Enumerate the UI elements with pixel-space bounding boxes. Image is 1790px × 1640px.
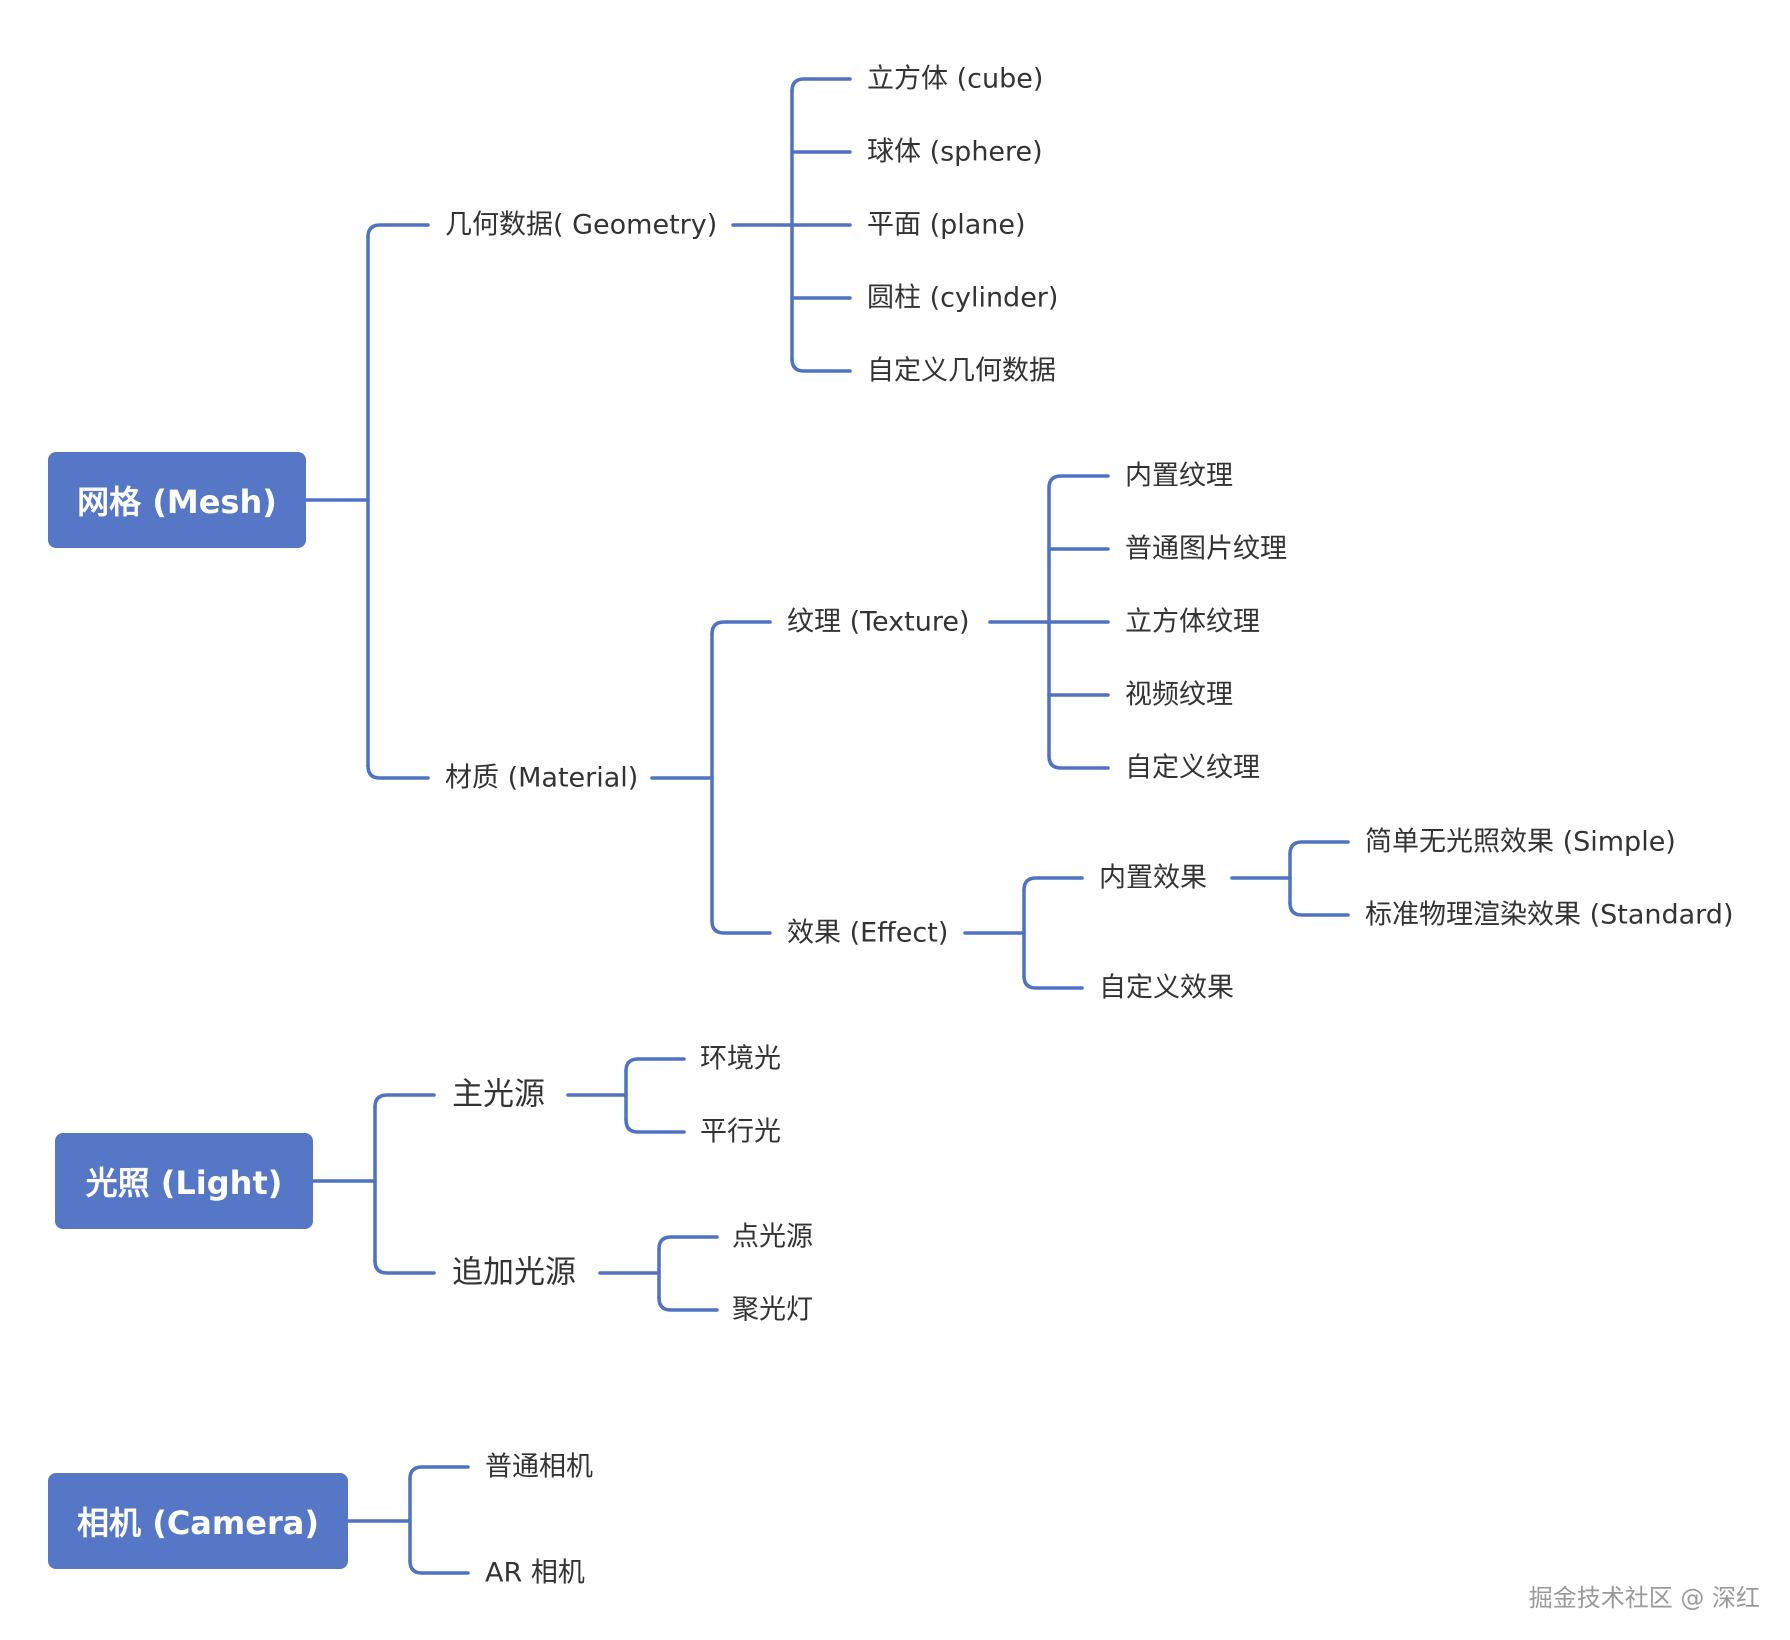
camera-bracket-branch-1 [408, 1559, 470, 1575]
node-main-light: 主光源 [452, 1076, 545, 1113]
leaf-normal-camera: 普通相机 [485, 1451, 593, 1483]
material-bracket-branch-1 [710, 919, 772, 935]
leaf-plane: 平面 (plane) [867, 209, 1026, 241]
root-node-light: 光照 (Light) [55, 1133, 313, 1229]
geometry-bracket-branch-0 [790, 77, 852, 93]
camera-bracket-branch-0 [408, 1465, 470, 1481]
leaf-sphere: 球体 (sphere) [867, 136, 1043, 168]
node-texture: 纹理 (Texture) [787, 606, 970, 638]
light-bracket-branch-0 [373, 1093, 436, 1109]
geometry-bracket-branch-4 [790, 357, 852, 373]
watermark: 掘金技术社区 @ 深红 [1528, 1584, 1760, 1612]
leaf-directional-light: 平行光 [700, 1116, 781, 1148]
texture-bracket-branch-0 [1047, 474, 1110, 490]
mesh-bracket-branch-1 [366, 764, 430, 780]
leaf-cube-texture: 立方体纹理 [1125, 606, 1260, 638]
leaf-image-texture: 普通图片纹理 [1125, 533, 1287, 565]
additional-light-bracket-branch-1 [657, 1296, 719, 1312]
material-bracket-branch-0 [710, 620, 772, 636]
builtin-effect-bracket-branch-1 [1288, 901, 1350, 917]
main-light-bracket-branch-0 [624, 1057, 686, 1073]
node-additional-light: 追加光源 [452, 1254, 576, 1291]
leaf-cylinder: 圆柱 (cylinder) [867, 282, 1059, 314]
leaf-ambient-light: 环境光 [700, 1043, 781, 1075]
texture-bracket-branch-4 [1047, 754, 1110, 770]
leaf-simple-effect: 简单无光照效果 (Simple) [1365, 826, 1676, 858]
node-effect: 效果 (Effect) [787, 917, 949, 949]
additional-light-bracket-branch-0 [657, 1235, 719, 1251]
leaf-custom-geometry: 自定义几何数据 [867, 355, 1056, 387]
effect-bracket-branch-1 [1022, 974, 1084, 990]
root-node-mesh: 网格 (Mesh) [48, 452, 306, 548]
node-builtin-effect: 内置效果 [1099, 862, 1207, 894]
leaf-standard-effect: 标准物理渲染效果 (Standard) [1365, 899, 1734, 931]
leaf-video-texture: 视频纹理 [1125, 679, 1233, 711]
leaf-ar-camera: AR 相机 [485, 1557, 585, 1589]
leaf-custom-effect: 自定义效果 [1099, 972, 1234, 1004]
light-bracket-branch-1 [373, 1259, 436, 1275]
leaf-cube: 立方体 (cube) [867, 63, 1044, 95]
mesh-bracket-branch-0 [366, 223, 430, 239]
main-light-bracket-branch-1 [624, 1118, 686, 1134]
leaf-spot-light: 聚光灯 [732, 1294, 813, 1326]
node-material: 材质 (Material) [445, 762, 639, 794]
root-node-camera: 相机 (Camera) [48, 1473, 348, 1569]
leaf-builtin-texture: 内置纹理 [1125, 460, 1233, 492]
leaf-point-light: 点光源 [732, 1221, 813, 1253]
effect-bracket-branch-0 [1022, 876, 1084, 892]
leaf-custom-texture: 自定义纹理 [1125, 752, 1260, 784]
node-geometry: 几何数据( Geometry) [445, 209, 718, 241]
builtin-effect-bracket-branch-0 [1288, 840, 1350, 856]
